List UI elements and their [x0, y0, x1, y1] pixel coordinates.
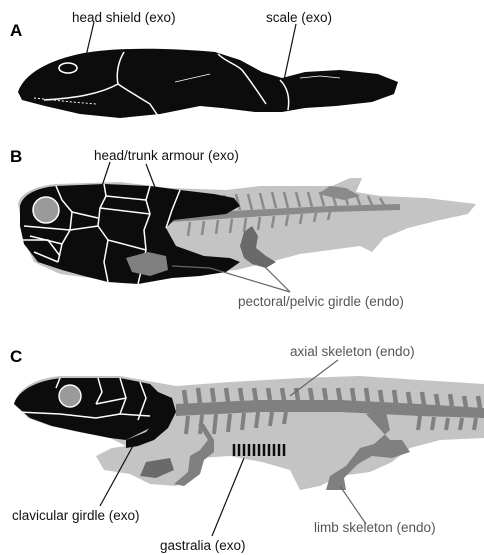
scale-leader: [284, 24, 296, 80]
head-trunk-armour-label: head/trunk armour (exo): [94, 148, 239, 163]
gastralia-label: gastralia (exo): [160, 538, 246, 553]
head-shield-leader: [86, 22, 94, 56]
limb-skeleton-leader: [340, 486, 366, 524]
panel-c: C: [10, 344, 484, 553]
eye-orbit: [33, 197, 59, 223]
jawless-fish-body: [18, 49, 398, 118]
limb-skeleton-label: limb skeleton (endo): [314, 520, 436, 535]
head-shield-label: head shield (exo): [72, 10, 176, 25]
panel-c-letter: C: [10, 347, 22, 366]
girdle-label: pectoral/pelvic girdle (endo): [238, 294, 404, 309]
axial-skeleton-label: axial skeleton (endo): [290, 344, 415, 359]
panel-b-letter: B: [10, 147, 22, 166]
panel-b: B: [10, 147, 476, 309]
gastralia-leader: [212, 458, 244, 536]
panel-a: A head shield (exo) scale (exo): [10, 10, 398, 118]
tetrapod-illustration: [14, 376, 484, 490]
clavicular-girdle-label: clavicular girdle (exo): [12, 508, 140, 523]
jawless-fish-illustration: [18, 49, 398, 118]
panel-a-letter: A: [10, 21, 22, 40]
eye-orbit: [59, 385, 81, 407]
scale-label: scale (exo): [266, 10, 332, 25]
armoured-fish-illustration: [18, 178, 476, 284]
